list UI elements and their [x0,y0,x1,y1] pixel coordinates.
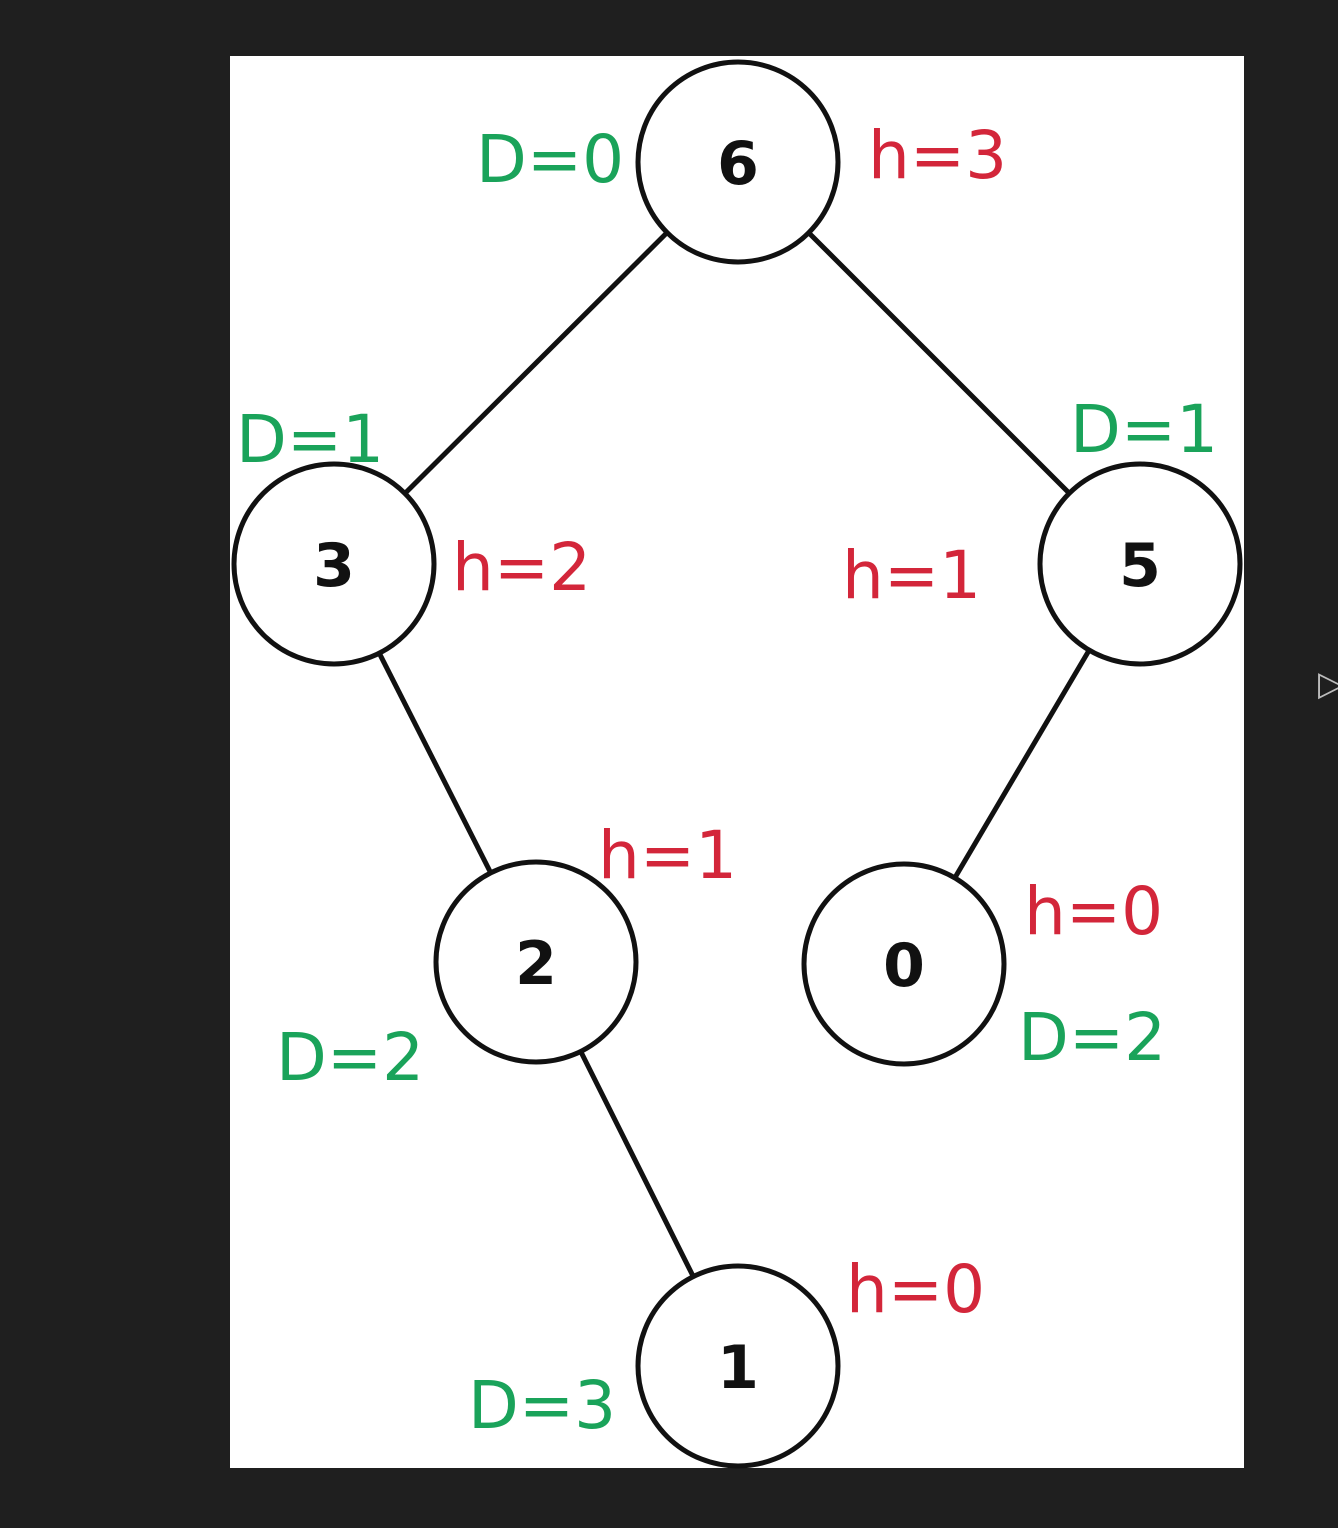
height-annotation-0: h=0 [1024,873,1163,950]
edge-n6-n3 [403,230,669,496]
depth-annotation-6: D=0 [476,121,624,198]
tree-node-1: 1 [635,1263,841,1469]
tree-node-0: 0 [801,861,1007,1067]
nodes-group: 6 3 5 2 0 1 [231,59,1243,1469]
node-circle-6 [635,59,841,265]
node-circle-5 [1037,461,1243,667]
play-cursor-icon: ▷ [1318,664,1338,704]
node-label-1: 1 [717,1333,759,1403]
edge-n2-n1 [578,1050,696,1278]
tree-node-5: 5 [1037,461,1243,667]
node-circle-3 [231,461,437,667]
depth-annotation-5: D=1 [1070,391,1218,468]
node-label-3: 3 [313,531,355,601]
depth-annotation-2: D=2 [276,1019,424,1096]
height-annotation-1: h=0 [846,1251,985,1328]
node-label-6: 6 [717,129,759,199]
edge-n3-n2 [377,652,493,874]
depth-annotation-0: D=2 [1018,999,1166,1076]
node-label-0: 0 [883,931,925,1001]
height-annotation-5: h=1 [842,537,981,614]
height-annotation-6: h=3 [868,117,1007,194]
tree-node-2: 2 [433,859,639,1065]
height-annotation-3: h=2 [452,529,591,606]
annotations-group: h=3 h=2 h=1 h=1 h=0 h=0 D=0 D=1 D=1 D=2 … [236,117,1218,1444]
height-annotation-2: h=1 [598,817,737,894]
tree-node-6: 6 [635,59,841,265]
diagram-panel [230,56,1244,1468]
depth-annotation-3: D=1 [236,401,384,478]
node-circle-1 [635,1263,841,1469]
node-label-2: 2 [515,929,557,999]
node-label-5: 5 [1119,531,1161,601]
edges-group [377,230,1092,1278]
node-circle-0 [801,861,1007,1067]
depth-annotation-1: D=3 [468,1367,616,1444]
tree-node-3: 3 [231,461,437,667]
edge-n6-n5 [806,230,1072,496]
edge-n5-n0 [952,648,1092,880]
node-circle-2 [433,859,639,1065]
